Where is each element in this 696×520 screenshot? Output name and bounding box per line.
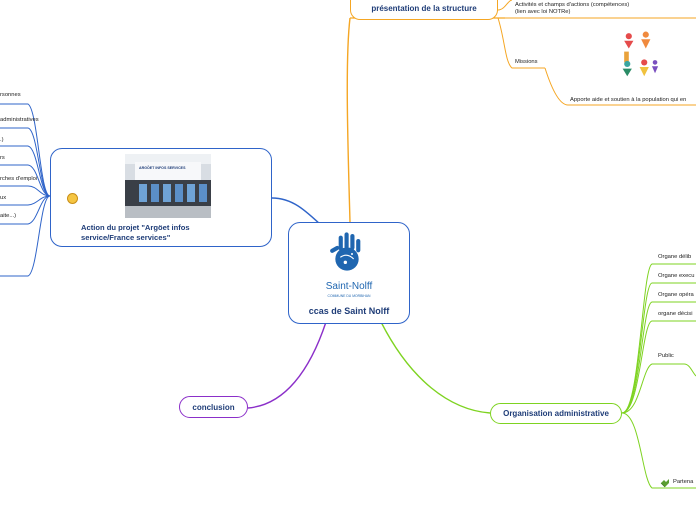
presentation-child-missions[interactable]: Missions — [515, 59, 538, 65]
smiley-worker-icon — [67, 193, 78, 204]
action-node[interactable]: ARGÖET INFOS SERVICES Action du projet "… — [50, 148, 272, 247]
action-title: Action du projet "Argöet infos service/F… — [81, 223, 190, 242]
central-node[interactable]: Saint-Nolff COMMUNE DU MORBIHAN ccas de … — [288, 222, 410, 324]
action-leaf-3[interactable]: .) — [0, 137, 4, 143]
handshake-icon — [660, 479, 669, 488]
presentation-title: présentation de la structure — [371, 4, 477, 13]
logo-text: Saint-Nolff — [325, 281, 373, 292]
organisation-node[interactable]: Organisation administrative — [490, 403, 622, 424]
project-photo: ARGÖET INFOS SERVICES — [125, 154, 211, 218]
organisation-child-public[interactable]: Public — [658, 353, 674, 359]
organisation-title: Organisation administrative — [503, 409, 609, 418]
action-leaf-1[interactable]: rsonnes — [0, 92, 21, 98]
organisation-child-deliberant[interactable]: Organe délib — [658, 254, 692, 260]
presentation-child-activities[interactable]: Activités et champs d'actions (compétenc… — [515, 2, 630, 15]
action-leaf-4[interactable]: rs — [0, 155, 5, 161]
organisation-child-decisionnel[interactable]: organe décisi — [658, 311, 693, 317]
conclusion-node[interactable]: conclusion — [179, 396, 248, 418]
conclusion-title: conclusion — [192, 403, 235, 412]
action-leaf-6[interactable]: ux — [0, 195, 7, 201]
action-leaf-2[interactable]: administratives — [0, 117, 39, 123]
photo-sign: ARGÖET INFOS SERVICES — [139, 166, 186, 170]
missions-note[interactable]: Apporte aide et soutien à la population … — [570, 97, 687, 103]
saint-nolff-hand-logo — [330, 232, 361, 271]
action-leaf-7[interactable]: aite...) — [0, 213, 17, 219]
action-leaf-5[interactable]: rches d'emploi — [0, 176, 38, 182]
organisation-child-operationnel[interactable]: Organe opéra — [658, 292, 694, 298]
presentation-node[interactable]: présentation de la structure — [350, 0, 498, 20]
central-title: ccas de Saint Nolff — [308, 306, 390, 316]
logo-subtext: COMMUNE DU MORBIHAN — [327, 294, 371, 298]
organisation-child-executif[interactable]: Organe execu — [658, 273, 695, 279]
people-illustration-icon — [622, 31, 659, 77]
organisation-child-partenaires[interactable]: Partena — [673, 479, 694, 485]
